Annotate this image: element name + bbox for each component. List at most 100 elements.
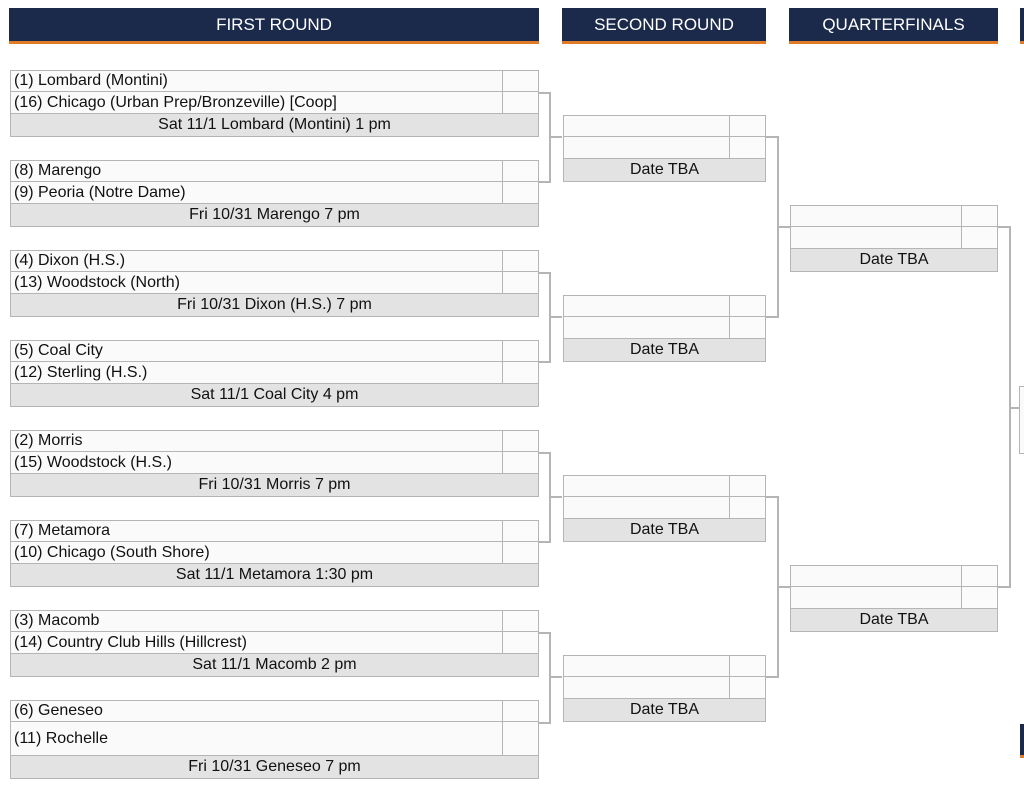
score-box <box>729 137 765 158</box>
team-slot[interactable]: (3) Macomb <box>10 610 539 632</box>
team-slot[interactable]: (16) Chicago (Urban Prep/Bronzeville) [C… <box>10 92 539 114</box>
score-box <box>502 611 538 631</box>
score-box <box>502 71 538 91</box>
score-box <box>502 521 538 541</box>
score-box <box>729 116 765 136</box>
team-name: (14) Country Club Hills (Hillcrest) <box>14 633 247 651</box>
score-box <box>502 272 538 293</box>
team-slot[interactable]: (9) Peoria (Notre Dame) <box>10 182 539 204</box>
team-slot[interactable] <box>563 317 766 339</box>
connector-r2-pair-1 <box>766 136 790 318</box>
score-box <box>961 566 997 586</box>
team-name: (6) Geneseo <box>14 702 103 719</box>
game-info: Sat 11/1 Coal City 4 pm <box>10 384 539 407</box>
game-info: Date TBA <box>563 519 766 542</box>
team-name: (4) Dixon (H.S.) <box>14 252 126 269</box>
game-info: Fri 10/31 Dixon (H.S.) 7 pm <box>10 294 539 317</box>
score-box <box>502 161 538 181</box>
first-round-game-4: (5) Coal City (12) Sterling (H.S.) Sat 1… <box>10 340 539 407</box>
first-round-game-3: (4) Dixon (H.S.) (13) Woodstock (North) … <box>10 250 539 317</box>
score-box <box>502 452 538 473</box>
score-box <box>502 362 538 383</box>
team-slot[interactable]: (4) Dixon (H.S.) <box>10 250 539 272</box>
game-info: Fri 10/31 Morris 7 pm <box>10 474 539 497</box>
game-info: Sat 11/1 Macomb 2 pm <box>10 654 539 677</box>
team-name: (13) Woodstock (North) <box>14 273 180 291</box>
game-info: Fri 10/31 Geneseo 7 pm <box>10 756 539 779</box>
second-round-game-3: Date TBA <box>563 475 766 542</box>
team-slot[interactable]: (11) Rochelle <box>10 722 539 756</box>
team-slot[interactable] <box>790 565 998 587</box>
first-round-game-5: (2) Morris (15) Woodstock (H.S.) Fri 10/… <box>10 430 539 497</box>
connector-r1-pair-2 <box>539 272 562 363</box>
team-name: (3) Macomb <box>14 612 100 629</box>
first-round-game-2: (8) Marengo (9) Peoria (Notre Dame) Fri … <box>10 160 539 227</box>
connector-r1-pair-1 <box>539 92 562 183</box>
score-box <box>502 251 538 271</box>
header-quarterfinals: QUARTERFINALS <box>789 8 998 44</box>
game-info: Date TBA <box>790 609 998 632</box>
header-partial-lower <box>1020 724 1024 758</box>
second-round-game-2: Date TBA <box>563 295 766 362</box>
team-slot[interactable] <box>563 655 766 677</box>
game-info: Sat 11/1 Lombard (Montini) 1 pm <box>10 114 539 137</box>
score-box <box>961 206 997 226</box>
game-info: Date TBA <box>563 699 766 722</box>
connector-r1-pair-4 <box>539 632 562 724</box>
score-box <box>961 227 997 248</box>
score-box <box>729 317 765 338</box>
connector-r2-pair-2 <box>766 496 790 678</box>
game-info: Date TBA <box>563 339 766 362</box>
header-second-round: SECOND ROUND <box>562 8 766 44</box>
game-info: Sat 11/1 Metamora 1:30 pm <box>10 564 539 587</box>
team-slot[interactable]: (5) Coal City <box>10 340 539 362</box>
team-name: (1) Lombard (Montini) <box>14 72 168 89</box>
team-slot[interactable]: (7) Metamora <box>10 520 539 542</box>
team-slot[interactable]: (2) Morris <box>10 430 539 452</box>
score-box <box>729 497 765 518</box>
first-round-game-8: (6) Geneseo (11) Rochelle Fri 10/31 Gene… <box>10 700 539 779</box>
score-box <box>502 92 538 113</box>
quarterfinal-game-2: Date TBA <box>790 565 998 632</box>
team-slot[interactable] <box>563 497 766 519</box>
score-box <box>502 182 538 203</box>
team-slot[interactable]: (12) Sterling (H.S.) <box>10 362 539 384</box>
score-box <box>502 632 538 653</box>
team-name: (15) Woodstock (H.S.) <box>14 453 172 471</box>
team-slot[interactable]: (13) Woodstock (North) <box>10 272 539 294</box>
second-round-game-4: Date TBA <box>563 655 766 722</box>
team-slot[interactable] <box>563 295 766 317</box>
first-round-game-7: (3) Macomb (14) Country Club Hills (Hill… <box>10 610 539 677</box>
team-name: (2) Morris <box>14 432 83 449</box>
header-first-round: FIRST ROUND <box>9 8 539 44</box>
score-box <box>502 542 538 563</box>
second-round-game-1: Date TBA <box>563 115 766 182</box>
team-slot[interactable]: (1) Lombard (Montini) <box>10 70 539 92</box>
semifinal-game-partial <box>1019 386 1024 454</box>
team-slot[interactable] <box>790 205 998 227</box>
team-slot[interactable] <box>790 227 998 249</box>
team-slot[interactable]: (8) Marengo <box>10 160 539 182</box>
team-slot[interactable] <box>563 137 766 159</box>
team-name: (10) Chicago (South Shore) <box>14 543 210 561</box>
team-name: (12) Sterling (H.S.) <box>14 363 148 381</box>
connector-r1-pair-3 <box>539 452 562 543</box>
team-name: (9) Peoria (Notre Dame) <box>14 183 186 201</box>
game-info: Fri 10/31 Marengo 7 pm <box>10 204 539 227</box>
team-slot[interactable]: (6) Geneseo <box>10 700 539 722</box>
team-slot[interactable] <box>563 677 766 699</box>
header-next-round-partial <box>1020 8 1024 44</box>
team-name: (7) Metamora <box>14 522 111 539</box>
quarterfinal-game-1: Date TBA <box>790 205 998 272</box>
score-box <box>502 722 538 755</box>
score-box <box>502 341 538 361</box>
score-box <box>729 476 765 496</box>
score-box <box>729 296 765 316</box>
team-slot[interactable]: (15) Woodstock (H.S.) <box>10 452 539 474</box>
team-slot[interactable] <box>790 587 998 609</box>
team-slot[interactable]: (10) Chicago (South Shore) <box>10 542 539 564</box>
first-round-game-1: (1) Lombard (Montini) (16) Chicago (Urba… <box>10 70 539 137</box>
team-slot[interactable] <box>563 475 766 497</box>
team-slot[interactable]: (14) Country Club Hills (Hillcrest) <box>10 632 539 654</box>
team-slot[interactable] <box>563 115 766 137</box>
